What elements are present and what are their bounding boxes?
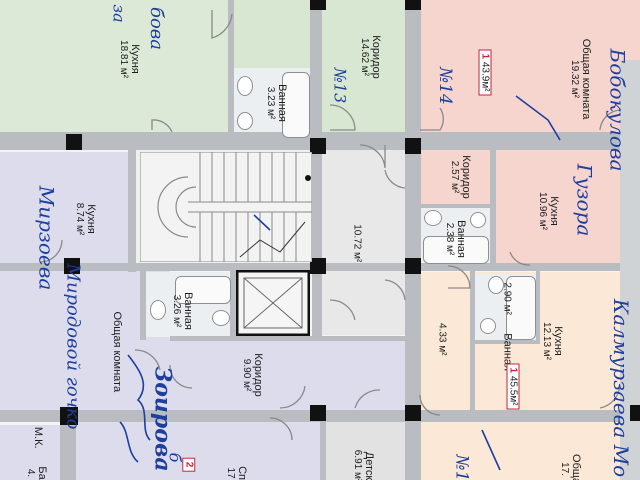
wall [490, 148, 496, 266]
sink-icon [470, 212, 486, 228]
toilet-icon [150, 300, 166, 320]
wall [536, 270, 540, 342]
toilet-icon [237, 76, 253, 96]
column [405, 405, 421, 421]
column [630, 405, 640, 421]
wall [405, 0, 421, 480]
wall [230, 265, 236, 340]
column [310, 405, 326, 421]
bathtub [175, 276, 231, 304]
column [405, 0, 421, 10]
column [405, 258, 421, 274]
elevator-shaft [236, 270, 310, 336]
column [405, 138, 421, 154]
bathtub [506, 276, 536, 340]
corridor-mid [170, 338, 405, 413]
wall [420, 204, 490, 208]
bathtub [282, 72, 310, 138]
living-bottom-right [420, 420, 640, 480]
bathtub [423, 236, 489, 264]
wall [310, 0, 322, 150]
staircase [140, 152, 312, 262]
column [64, 258, 80, 274]
kitchen-right [492, 148, 640, 263]
kitchen-left [0, 152, 130, 264]
wall [312, 150, 322, 340]
balcony [0, 425, 62, 480]
corridor-right-lower [420, 272, 472, 412]
wall [128, 150, 136, 272]
toilet-icon [488, 276, 504, 294]
bedroom-bottom-left [75, 422, 320, 480]
wall [228, 0, 234, 140]
column [310, 138, 326, 154]
sink-icon [212, 310, 230, 326]
hall [320, 150, 408, 335]
children-bottom [325, 418, 410, 480]
wall [320, 410, 326, 480]
wall [620, 60, 640, 480]
sink-icon [237, 112, 253, 130]
wall [60, 420, 76, 480]
corridor-small-right [420, 148, 492, 206]
column [66, 134, 82, 150]
column [310, 258, 326, 274]
wall [170, 336, 410, 341]
column [310, 0, 326, 10]
wall [472, 340, 540, 344]
wall [140, 270, 146, 340]
kitchen-top-left [0, 0, 232, 132]
toilet-icon [424, 210, 442, 226]
sink-icon [480, 318, 496, 334]
column [60, 407, 78, 425]
